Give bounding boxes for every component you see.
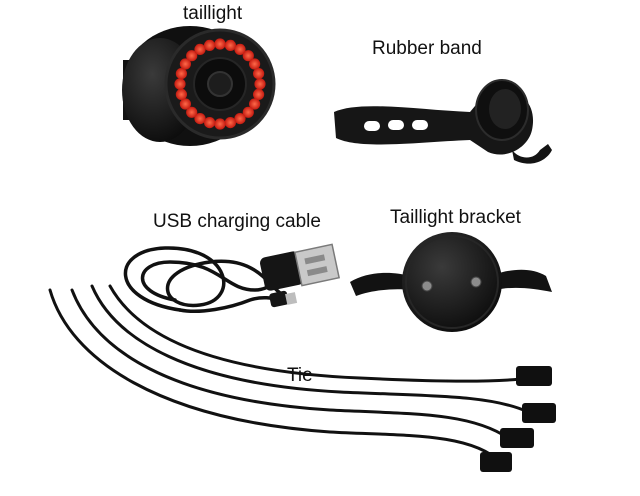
rubber-band-image (334, 79, 552, 164)
led-dot (214, 118, 226, 130)
led-dot (224, 39, 236, 52)
led-dot (204, 39, 216, 52)
taillight-label: taillight (183, 3, 243, 24)
ties-image (48, 284, 532, 464)
led-dot (253, 68, 265, 80)
led-dot (204, 117, 216, 129)
led-dot (249, 98, 261, 110)
led-dot (174, 78, 186, 90)
led-dot (234, 113, 246, 125)
led-dot (194, 113, 206, 125)
led-dot (175, 68, 187, 80)
usb-connector (260, 243, 341, 308)
tie-heads (480, 366, 556, 472)
led-dot (242, 106, 254, 118)
led-dot (234, 43, 246, 56)
usb-cable-label: USB charging cable (153, 211, 321, 232)
led-dot (175, 88, 187, 100)
taillight-image (122, 26, 276, 146)
bracket-image (350, 232, 552, 332)
bracket-label: Taillight bracket (390, 207, 521, 228)
led-dot (179, 58, 191, 70)
led-dot (179, 98, 191, 110)
tie-label: Tie (287, 365, 313, 386)
led-dot (254, 78, 266, 90)
led-dot (186, 50, 198, 62)
led-dot (186, 106, 198, 118)
led-dot (253, 88, 265, 100)
led-dot (194, 43, 206, 56)
rubber-band-label: Rubber band (372, 38, 482, 59)
led-dot (249, 58, 261, 70)
led-dot (224, 117, 236, 129)
led-dot (214, 38, 226, 50)
led-dot (242, 50, 254, 62)
